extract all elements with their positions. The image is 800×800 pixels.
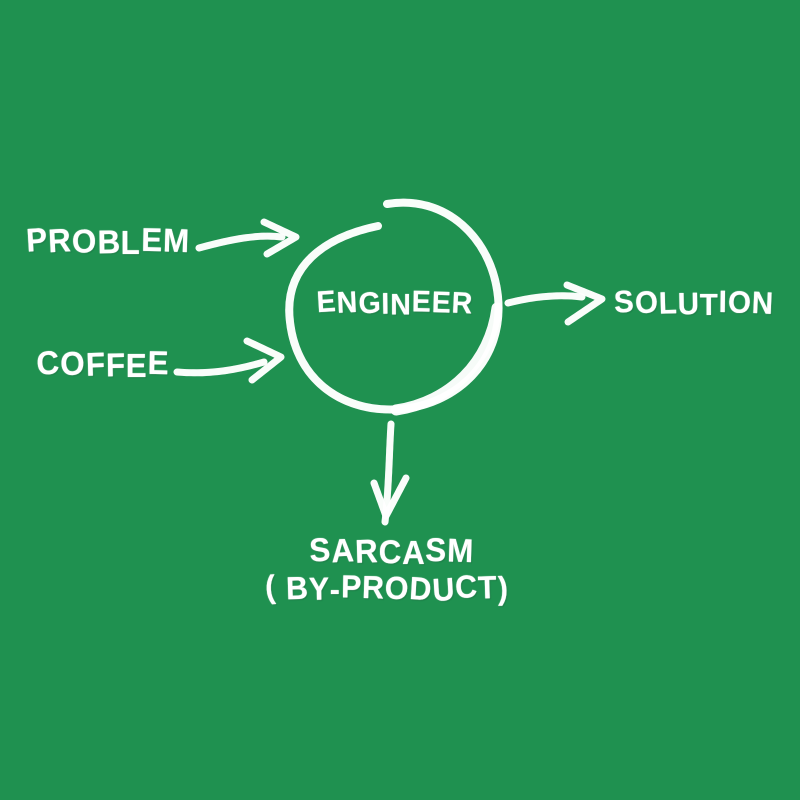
problem-label: PROBLEM <box>25 220 191 261</box>
solution-arrow <box>508 285 602 322</box>
byproduct-label: ( BY-PRODUCT) <box>264 568 510 609</box>
coffee-arrow <box>177 341 281 380</box>
engineer-circle <box>289 203 498 410</box>
engineer-label: ENGINEER <box>315 284 475 322</box>
sarcasm-arrow <box>374 424 406 522</box>
coffee-label: COFFEE <box>35 343 170 384</box>
sarcasm-label: SARCASM <box>308 530 476 571</box>
problem-arrow <box>199 222 296 254</box>
solution-label: SOLUTION <box>612 283 775 322</box>
